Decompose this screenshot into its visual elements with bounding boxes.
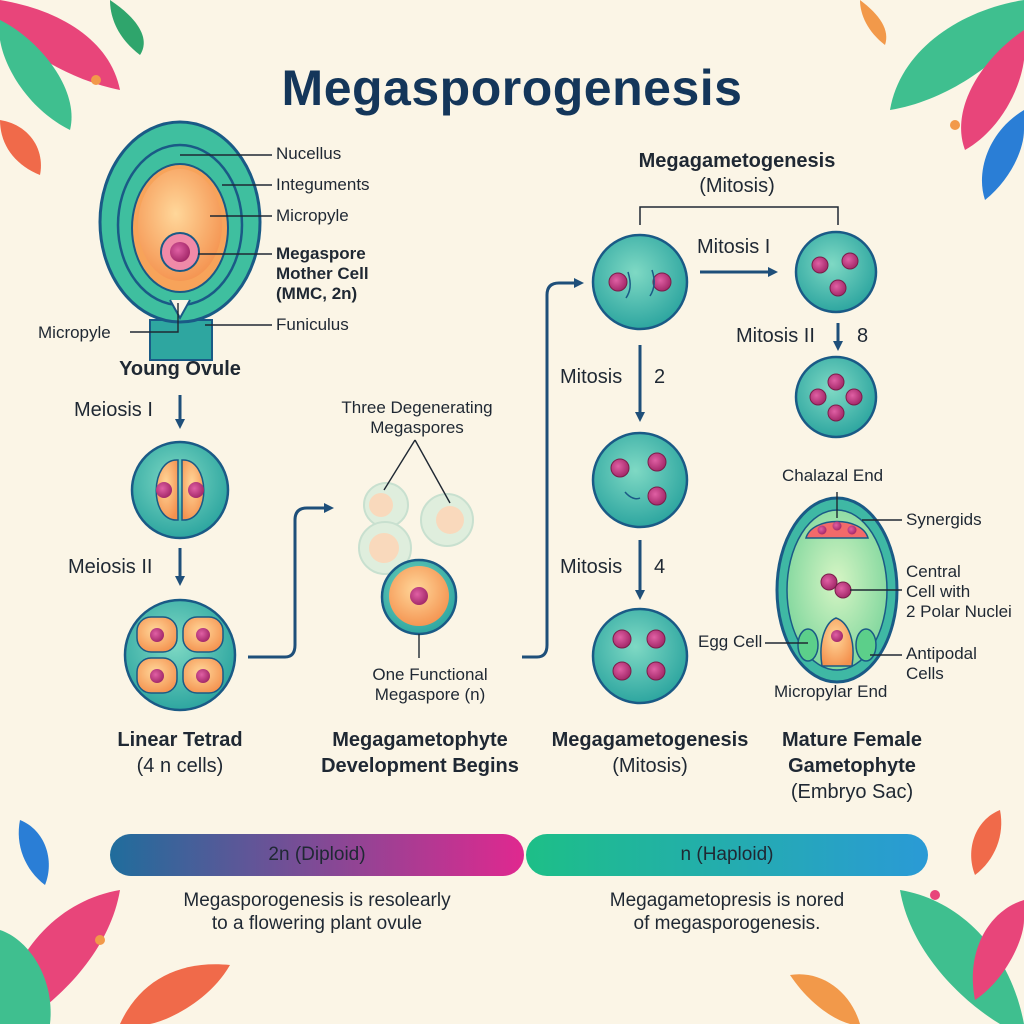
note-left-line1: Megasporogenesis is resolearly <box>183 890 451 911</box>
step-mitosis-1: Mitosis I <box>697 236 771 258</box>
caption-dev-line2: Development Begins <box>321 755 519 777</box>
label-mmc-line1: Megaspore <box>276 244 366 263</box>
header-bracket <box>639 206 839 225</box>
page-title: Megasporogenesis <box>281 60 743 116</box>
mitosis-one-cell <box>794 230 878 314</box>
label-central-line3: 2 Polar Nuclei <box>906 602 1012 621</box>
caption-tetrad-line2: (4 n cells) <box>136 755 224 777</box>
embryo-sac <box>775 496 899 684</box>
caption-mature-line3: (Embryo Sac) <box>790 781 914 803</box>
label-degenerating-line1: Three Degenerating <box>341 398 493 417</box>
ploidy-haploid-label: n (Haploid) <box>680 844 774 865</box>
caption-tetrad-line1: Linear Tetrad <box>117 729 243 751</box>
three-nucleate-cell <box>591 431 689 529</box>
step-mitosis-b: Mitosis <box>560 556 623 578</box>
label-micropyle-bottom: Micropyle <box>38 323 111 342</box>
header-megagametogenesis: Megagametogenesis <box>638 150 836 172</box>
step-mitosis-a-count: 2 <box>654 366 666 388</box>
dyad-cell <box>130 440 230 540</box>
label-micropyle-top: Micropyle <box>276 206 349 225</box>
note-right-line1: Megagametopresis is nored <box>609 890 845 911</box>
label-synergids: Synergids <box>906 510 982 529</box>
degenerating-megaspores <box>358 482 474 575</box>
label-funiculus: Funiculus <box>276 315 349 334</box>
label-chalazal-end: Chalazal End <box>782 466 884 485</box>
ploidy-diploid-label: 2n (Diploid) <box>268 844 366 865</box>
step-meiosis-1: Meiosis I <box>74 399 153 421</box>
note-left-line2: to a flowering plant ovule <box>211 913 423 934</box>
four-nucleate-cell <box>591 607 689 705</box>
functional-megaspore <box>380 558 458 658</box>
leaf-decoration-bottom-left <box>0 820 230 1024</box>
diploid-bar <box>110 834 524 876</box>
connector-arrows <box>248 278 584 659</box>
note-right-line2: of megasporogenesis. <box>633 913 821 934</box>
embryo-sac-pointer-lines <box>765 492 902 656</box>
label-antipodal-line2: Cells <box>906 664 944 683</box>
label-micropylar-end: Micropylar End <box>774 682 888 701</box>
caption-gameto-line2: (Mitosis) <box>612 755 688 777</box>
caption-gameto-line1: Megagametogenesis <box>551 729 749 751</box>
mitosis-arrows <box>635 267 843 600</box>
step-mitosis-a: Mitosis <box>560 366 623 388</box>
label-degenerating-line2: Megaspores <box>370 418 464 437</box>
mitosis-two-cell <box>794 355 878 439</box>
step-meiosis-2: Meiosis II <box>68 556 153 578</box>
step-mitosis-2: Mitosis II <box>736 325 815 347</box>
caption-mature-line2: Gametophyte <box>788 755 916 777</box>
degenerating-pointer-lines <box>383 439 451 504</box>
label-antipodal-line1: Antipodal <box>906 644 977 663</box>
leaf-decoration-top-left <box>0 0 144 175</box>
young-ovule <box>98 120 262 361</box>
label-central-line1: Central <box>906 562 961 581</box>
label-mmc-line3: (MMC, 2n) <box>276 284 358 303</box>
step-mitosis-2-count: 8 <box>857 325 869 347</box>
label-functional-line2: Megaspore (n) <box>374 685 486 704</box>
haploid-bar <box>526 834 928 876</box>
label-mmc-line2: Mother Cell <box>276 264 369 283</box>
caption-mature-line1: Mature Female <box>781 729 923 751</box>
label-functional-line1: One Functional <box>372 665 488 684</box>
label-nucellus: Nucellus <box>276 144 342 163</box>
caption-young-ovule: Young Ovule <box>119 358 241 380</box>
two-nucleate-cell <box>591 233 689 331</box>
step-mitosis-b-count: 4 <box>654 556 666 578</box>
label-integuments: Integuments <box>276 175 370 194</box>
linear-tetrad-cell <box>123 598 237 712</box>
label-egg-cell: Egg Cell <box>698 632 763 651</box>
label-central-line2: Cell with <box>906 582 971 601</box>
leaf-decoration-top-right <box>860 0 1024 200</box>
ovule-pointer-lines <box>130 154 272 333</box>
leaf-decoration-bottom-right <box>790 810 1024 1024</box>
header-mitosis: (Mitosis) <box>699 175 775 197</box>
caption-dev-line1: Megagametophyte <box>332 729 508 751</box>
